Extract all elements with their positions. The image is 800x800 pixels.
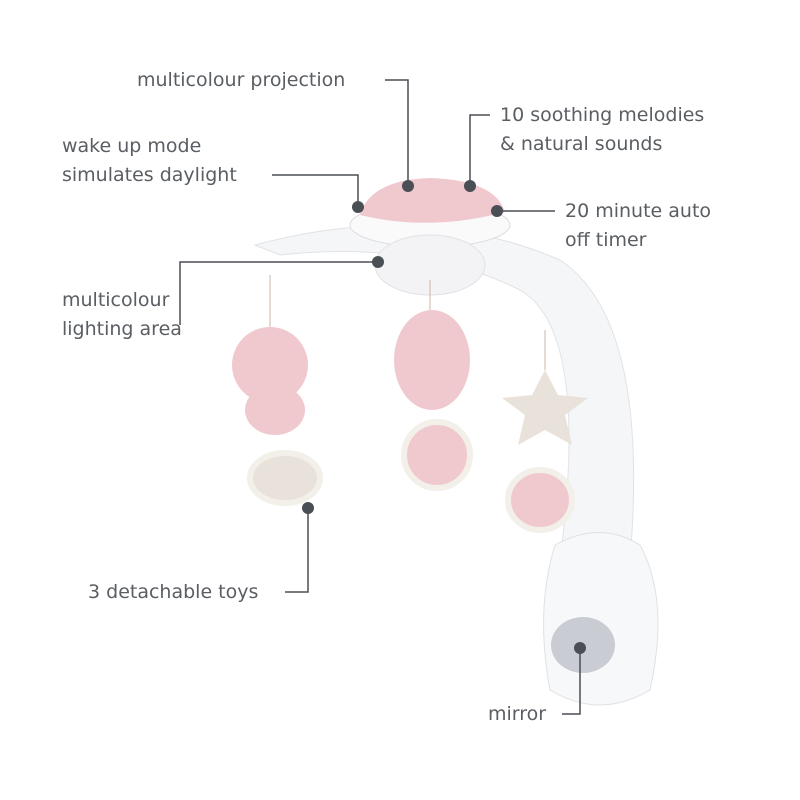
- callout-lines: [179, 79, 581, 715]
- label-wake-line1: wake up mode: [62, 135, 202, 157]
- owl-toy: [394, 310, 470, 410]
- star-toy: [502, 370, 588, 445]
- bear-toy: [232, 327, 308, 403]
- cloud-toy: [247, 450, 323, 506]
- callout-dots: [302, 180, 586, 654]
- label-lighting-line2: lighting area: [62, 318, 182, 340]
- planet-toy: [505, 467, 575, 533]
- bear-body: [245, 385, 305, 435]
- label-detachable-toys: 3 detachable toys: [88, 581, 259, 603]
- label-multicolour-projection: multicolour projection: [137, 69, 346, 91]
- label-melodies-line1: 10 soothing melodies: [500, 104, 705, 126]
- mobile-base: [543, 532, 659, 706]
- label-timer-line1: 20 minute auto: [565, 200, 712, 222]
- label-wake-line2: simulates daylight: [62, 164, 237, 186]
- label-timer-line2: off timer: [565, 229, 647, 251]
- label-melodies-line2: & natural sounds: [500, 133, 663, 155]
- label-mirror: mirror: [488, 703, 547, 725]
- moon-toy: [401, 419, 473, 491]
- projector-dome: [360, 178, 505, 223]
- label-lighting-line1: multicolour: [62, 289, 170, 311]
